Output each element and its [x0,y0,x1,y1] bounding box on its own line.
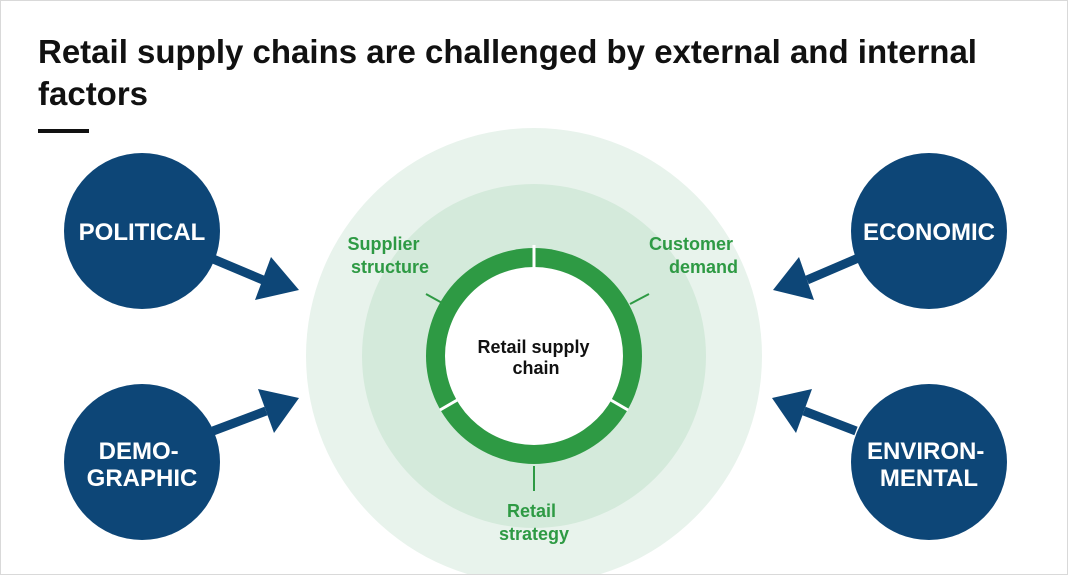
political-circle [64,153,220,309]
political-label: POLITICAL [79,219,206,246]
demographic-label-line-2: GRAPHIC [87,465,198,492]
retail-strategy-label: Retail strategy [499,501,569,544]
ring-divider-lower-right [608,397,629,412]
customer-demand-label: Customer demand [649,234,738,277]
customer-demand-line-1: Customer [649,234,733,254]
environmental-label-line-2: MENTAL [880,465,978,492]
retail-strategy-line-1: Retail [507,501,556,521]
economic-circle [851,153,1007,309]
supplier-structure-line-1: Supplier [347,234,419,254]
ring-hole [445,267,623,445]
supplier-structure-label: Supplier structure [347,234,429,277]
supplier-structure-line-2: structure [351,257,429,277]
arrow-economic [773,251,865,300]
environmental-label: ENVIRON- MENTAL [867,438,991,492]
retail-strategy-line-2: strategy [499,524,569,544]
ring-divider-lower-left [439,397,460,412]
title-rule [38,129,89,133]
political-label-line-1: POLITICAL [79,219,206,246]
customer-demand-line-2: demand [669,257,738,277]
environmental-circle [851,384,1007,540]
center-label: Retail supply chain [477,337,594,378]
demographic-label-line-1: DEMO- [99,438,179,465]
demographic-circle [64,384,220,540]
demographic-label: DEMO- GRAPHIC [87,438,198,492]
center-label-line-2: chain [512,358,559,378]
tick-supplier-structure [425,293,445,305]
economic-label-line-1: ECONOMIC [863,219,995,246]
arrow-political [204,251,299,300]
environmental-label-line-1: ENVIRON- [867,438,984,465]
arrow-environmental [772,389,858,436]
center-label-line-1: Retail supply [477,337,589,357]
tick-customer-demand [629,293,650,305]
arrow-demographic [211,389,299,436]
economic-label: ECONOMIC [863,219,995,246]
figure-title: Retail supply chains are challenged by e… [38,33,977,112]
